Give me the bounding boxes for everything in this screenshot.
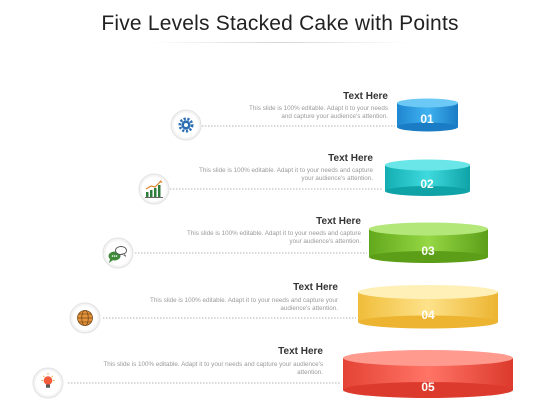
cake-layer-05: 05 [343,350,513,398]
title-divider [150,42,410,43]
gear-icon [178,117,194,133]
layer-number-05: 05 [421,380,435,394]
level-text-05: This slide is 100% editable. Adapt it to… [103,361,323,376]
level-heading-04: Text Here [293,282,338,293]
level-heading-05: Text Here [278,346,323,357]
cake-layer-02: 02 [385,159,470,196]
cake-layer-03: 03 [369,222,488,263]
layer-number-02: 02 [420,177,434,191]
layer-number-03: 03 [421,244,435,258]
page-title: Five Levels Stacked Cake with Points [101,12,459,35]
cake-layer-01: 01 [397,98,458,132]
icon-circle-02 [138,173,170,205]
growth-chart-icon [145,180,163,198]
layer-number-01: 01 [420,112,434,126]
icon-circle-01 [170,109,202,141]
icon-circle-03 [102,237,134,269]
level-text-03: This slide is 100% editable. Adapt it to… [187,230,361,245]
level-text-02: This slide is 100% editable. Adapt it to… [199,167,373,182]
level-heading-01: Text Here [343,91,388,102]
icon-circle-05 [32,367,64,399]
lightbulb-icon [41,373,55,388]
icon-circle-04 [69,302,101,334]
globe-icon [77,310,93,326]
level-heading-02: Text Here [328,153,373,164]
level-heading-03: Text Here [316,216,361,227]
level-text-01: This slide is 100% editable. Adapt it to… [249,105,388,120]
chat-bubbles-icon [108,246,127,263]
level-text-04: This slide is 100% editable. Adapt it to… [150,297,338,312]
layer-number-04: 04 [421,308,435,322]
cake-layer-04: 04 [358,285,498,329]
